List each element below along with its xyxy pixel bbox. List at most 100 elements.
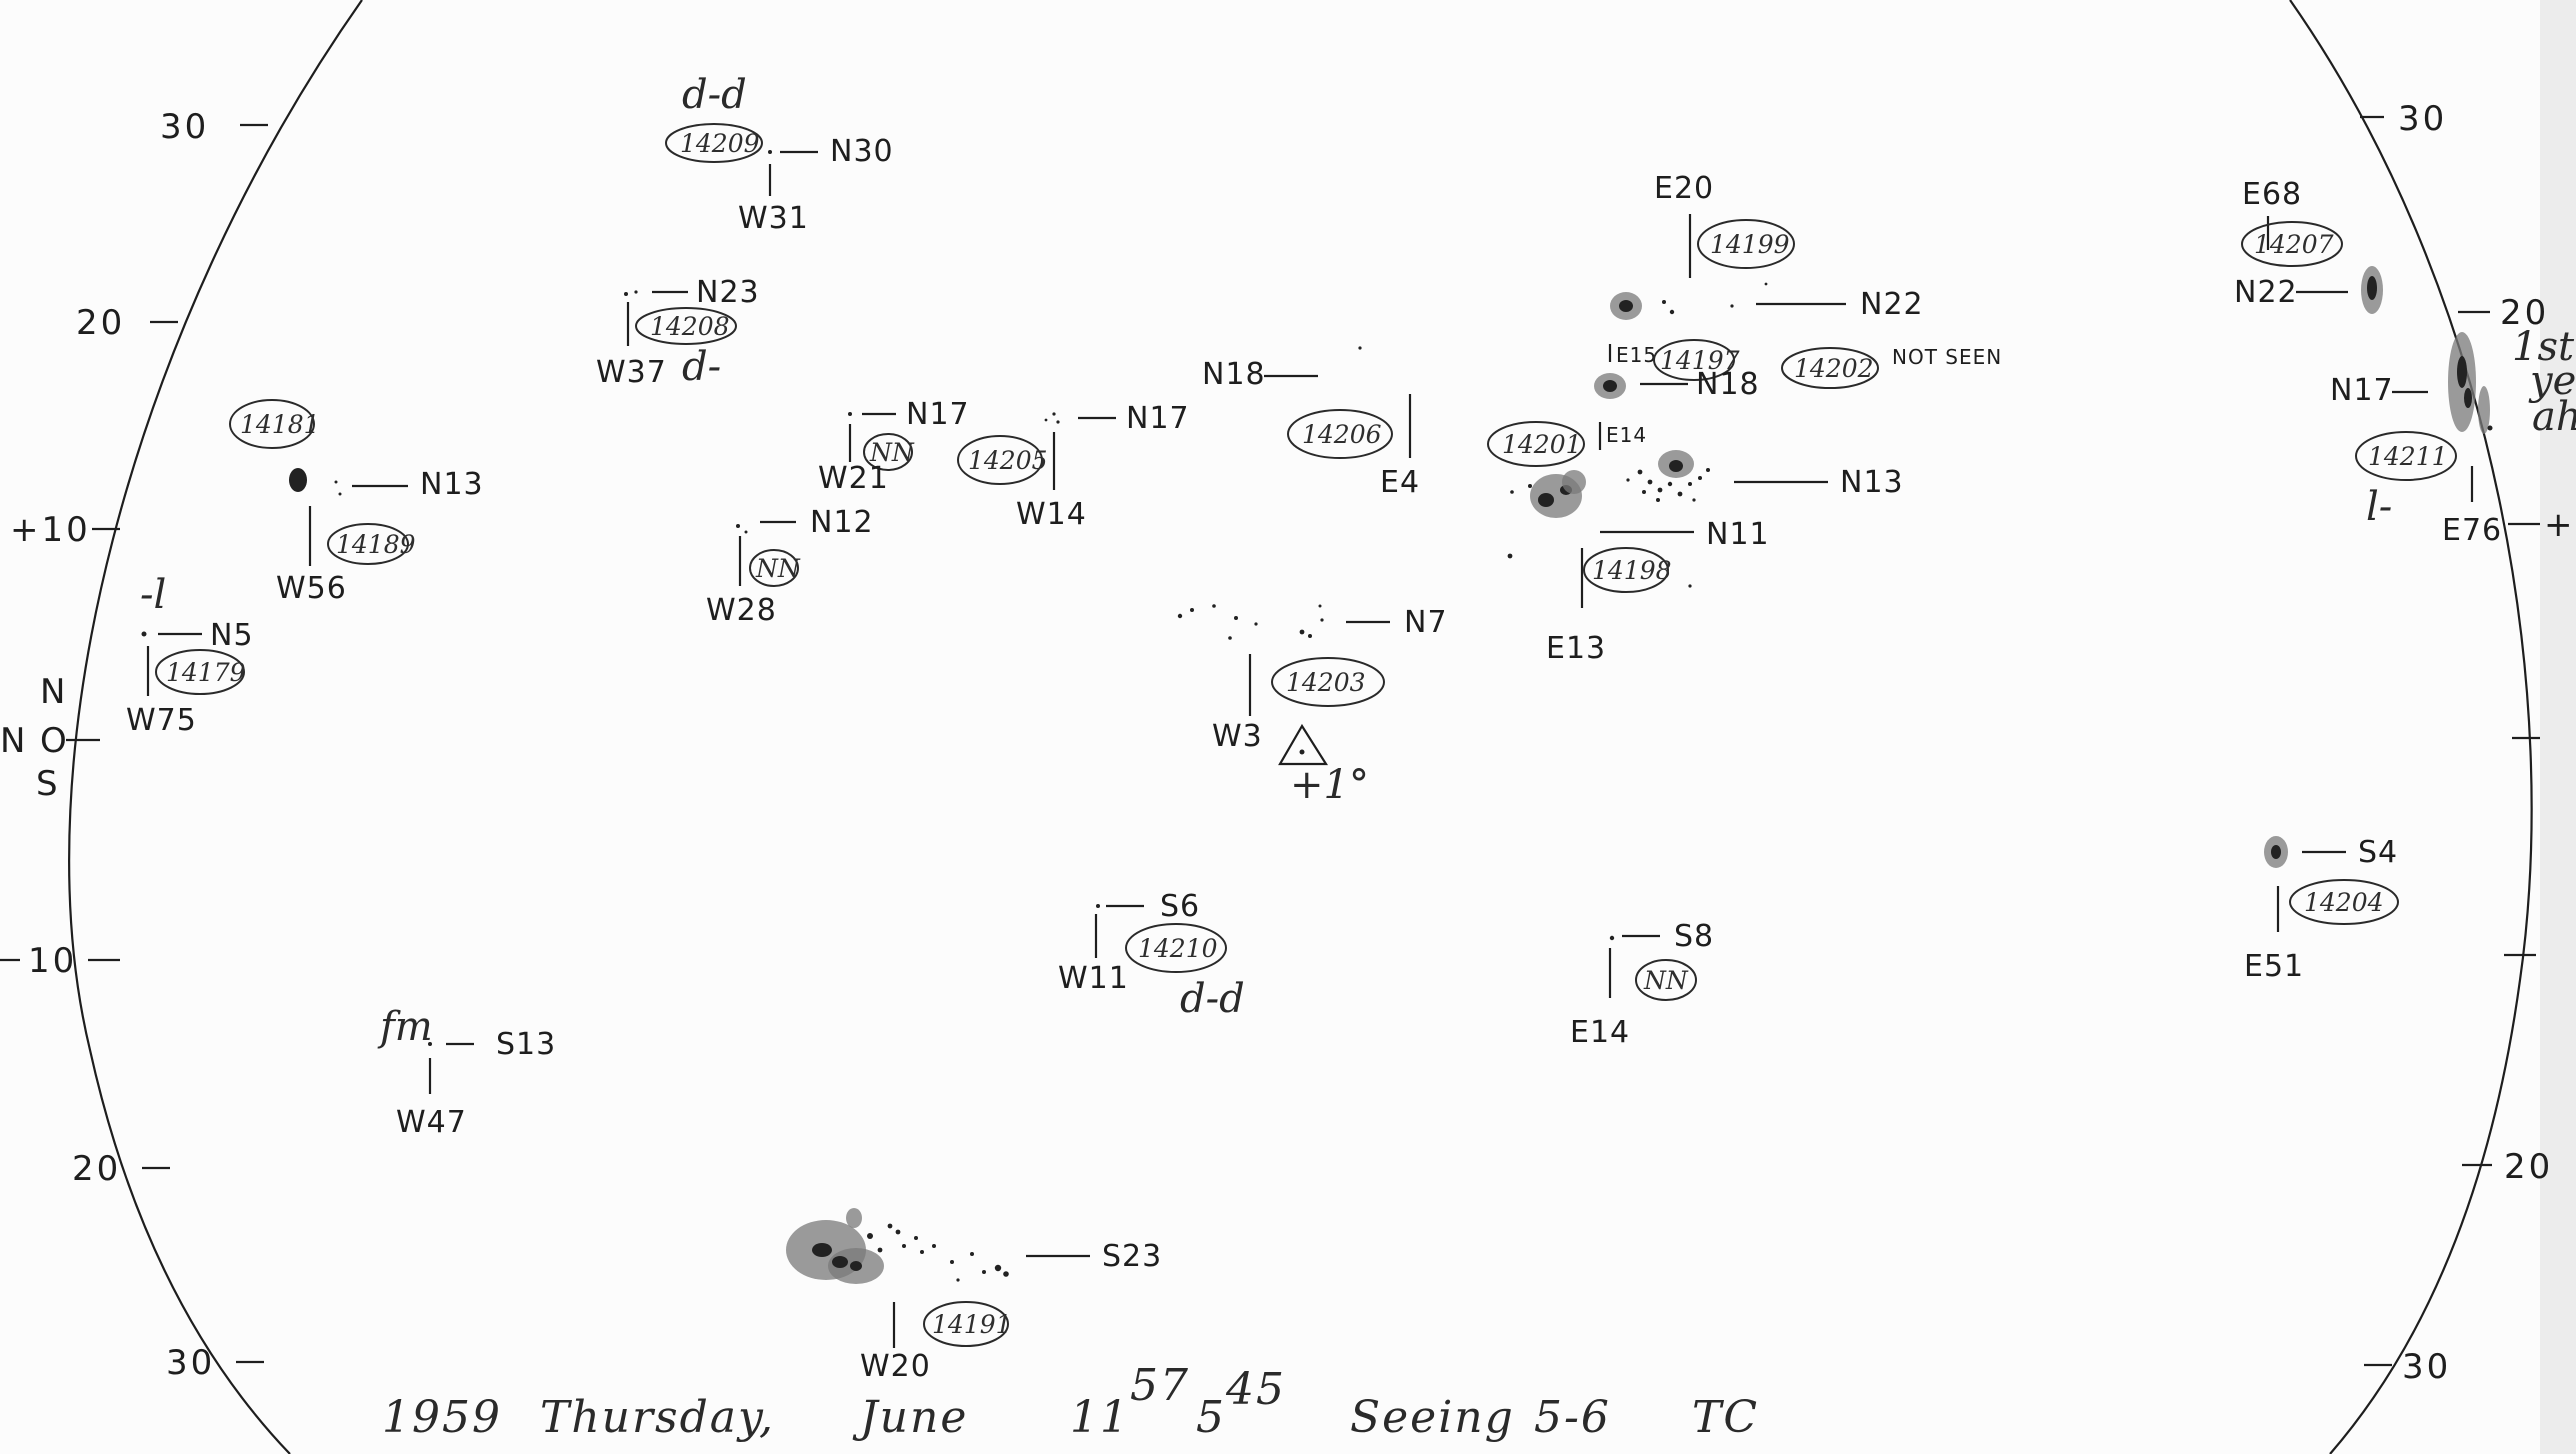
longitude-label: E4 — [1380, 465, 1420, 500]
region-number: 14204 — [2304, 888, 2384, 917]
group-14206: N18 14206 E4 — [1202, 346, 1420, 500]
region-number: NN — [1643, 966, 1689, 995]
group-note: -l — [140, 572, 166, 618]
equator-n: N — [40, 672, 68, 712]
region-number-secondary: 14189 — [336, 530, 416, 559]
spot-cluster-14191 — [786, 1208, 1009, 1284]
latitude-label: N17 — [1126, 401, 1190, 436]
paper-edge — [2540, 0, 2576, 1454]
region-number: NN — [869, 438, 915, 467]
latitude-label: N18 — [1696, 367, 1760, 402]
footer-time2-min: 45 — [1225, 1364, 1286, 1415]
longitude-label: E51 — [2244, 949, 2304, 984]
footer-time2: 5 — [1196, 1392, 1226, 1443]
longitude-label: E13 — [1546, 631, 1606, 666]
longitude-label: W21 — [818, 461, 889, 496]
spot-cluster-14211 — [2448, 332, 2493, 434]
group-14201: 14201 E14 N13 — [1487, 421, 1904, 559]
region-number: 14205 — [968, 446, 1048, 475]
group-14181: 14181 N13 14189 W56 — [229, 399, 484, 606]
spot-cluster-14203 — [1177, 604, 1324, 640]
group-note: l- — [2366, 484, 2392, 530]
group-fm: fm S13 W47 — [377, 1004, 555, 1140]
footer-observer: TC — [1692, 1392, 1759, 1443]
group-14211: N17 14211 l- E76 — [2330, 332, 2502, 548]
center-marker: +1° — [1278, 723, 1369, 808]
latitude-label: N13 — [1840, 465, 1904, 500]
region-number: 14203 — [1286, 668, 1366, 697]
right-latitude-scale: 30 20 + 20 30 — [2360, 99, 2573, 1387]
lat-label-20s: 20 — [72, 1149, 121, 1189]
longitude-label: W20 — [860, 1349, 931, 1384]
lat-label-30n: 30 — [160, 107, 209, 147]
group-14208: N23 14208 W37 d- — [596, 275, 759, 390]
region-number: 14179 — [166, 658, 246, 687]
region-number: 14202 — [1794, 354, 1874, 383]
longitude-label: E20 — [1654, 171, 1714, 206]
region-number: 14197 — [1660, 346, 1740, 375]
lat-label-30s-right: 30 — [2402, 1347, 2451, 1387]
latitude-label: N5 — [210, 618, 254, 653]
latitude-label: N12 — [810, 505, 874, 540]
latitude-label: N17 — [906, 397, 970, 432]
group-note: fm — [377, 1004, 433, 1050]
footer-time-ut-min: 57 — [1130, 1360, 1190, 1411]
lat-label-30n-right: 30 — [2398, 99, 2447, 139]
latitude-label: N11 — [1706, 517, 1770, 552]
latitude-label: S6 — [1160, 889, 1200, 924]
spot-cluster-14201 — [1507, 450, 1710, 559]
lat-label-10s: 10 — [28, 941, 77, 981]
latitude-label: N17 — [2330, 373, 2394, 408]
region-number: 14181 — [240, 410, 320, 439]
region-number: 14211 — [2368, 442, 2448, 471]
group-note: d-d — [1180, 976, 1245, 1022]
region-number: 14206 — [1302, 420, 1382, 449]
group-14191: S23 14191 W20 — [786, 1208, 1162, 1384]
group-14205: 14205 N17 W14 — [957, 401, 1190, 532]
region-number: 14199 — [1710, 230, 1790, 259]
latitude-label: N13 — [420, 467, 484, 502]
group-14199: E20 14199 N22 — [1610, 171, 1923, 322]
region-number: 14210 — [1138, 934, 1218, 963]
longitude-label: W47 — [396, 1105, 467, 1140]
latitude-label: S23 — [1102, 1239, 1162, 1274]
latitude-label: S8 — [1674, 919, 1714, 954]
latitude-label: N7 — [1404, 605, 1448, 640]
group-14179: -l N5 14179 W75 — [126, 572, 254, 738]
longitude-label: W11 — [1058, 961, 1129, 996]
longitude-label: W14 — [1016, 497, 1087, 532]
group-14207: E68 14207 N22 — [2234, 177, 2383, 314]
lat-label-10n: +10 — [10, 510, 91, 550]
longitude-label: E15 — [1616, 343, 1657, 367]
spot-cluster-14199 — [1610, 282, 1768, 320]
group-14198: N11 14198 E13 — [1546, 517, 1770, 666]
edge-note-line3: ah — [2532, 394, 2576, 440]
edge-note-line1: 1st — [2512, 324, 2575, 370]
group-note: d-d — [682, 72, 747, 118]
edge-note-line2: ye — [2528, 358, 2576, 404]
longitude-label: E76 — [2442, 513, 2502, 548]
region-number: 14198 — [1592, 556, 1672, 585]
group-14197: E15 14197 N18 — [1594, 339, 1760, 402]
footer-day: Thursday, — [540, 1392, 775, 1443]
footer-seeing-value: 5-6 — [1534, 1392, 1611, 1443]
left-latitude-scale: 30 20 +10 N N O S 10 20 30 — [0, 107, 268, 1383]
equator-o: O — [40, 721, 70, 761]
longitude-label: W3 — [1212, 719, 1263, 754]
not-seen-note: NOT SEEN — [1892, 345, 2002, 369]
footer-month: June — [852, 1392, 968, 1443]
solar-limb-left — [68, 0, 363, 1454]
lat-label-30s: 30 — [166, 1343, 215, 1383]
latitude-label: N30 — [830, 134, 894, 169]
edge-note: 1st ye ah — [2512, 324, 2576, 440]
group-nn-w28: N12 NN W28 — [706, 505, 874, 628]
footer-annotation: 1959 Thursday, June 11 57 5 45 Seeing 5-… — [382, 1360, 1759, 1443]
group-14210: S6 14210 W11 d-d — [1058, 889, 1245, 1022]
solar-limb-right — [2289, 0, 2533, 1454]
longitude-label: E68 — [2242, 177, 2302, 212]
region-number: 14201 — [1502, 430, 1582, 459]
longitude-label: W75 — [126, 703, 197, 738]
lat-label-20n: 20 — [76, 303, 125, 343]
footer-seeing-label: Seeing — [1350, 1392, 1515, 1443]
group-14203: N7 14203 W3 — [1177, 604, 1448, 754]
